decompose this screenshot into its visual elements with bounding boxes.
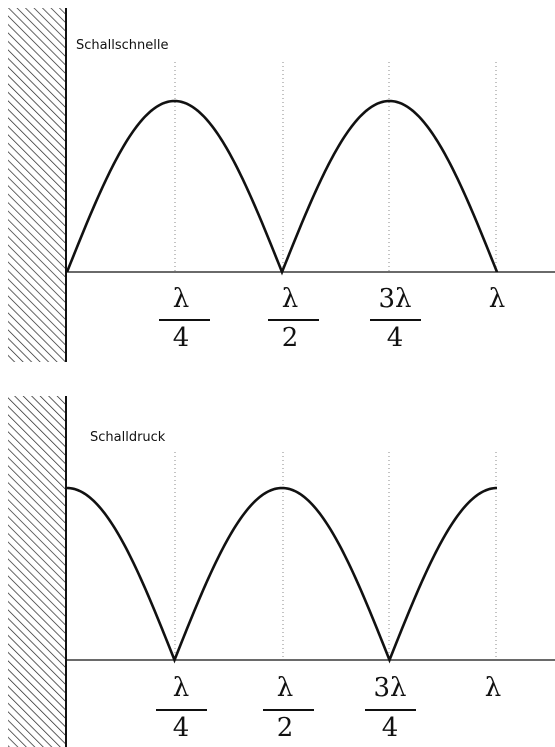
tick-label-lambda: λ [485,673,501,703]
tick-label-three-lambda-over-4: 3λ 4 [370,284,421,353]
tick-label-lambda-over-4: λ 4 [156,673,207,743]
panel-title: Schallschnelle [76,38,168,53]
tick-denominator: 4 [382,713,399,743]
tick-denominator: 4 [173,323,190,353]
tick-label-three-lambda-over-4: 3λ 4 [365,673,416,743]
panel-title: Schalldruck [90,430,166,445]
velocity-amplitude-curve [65,99,499,276]
panel-schalldruck: Schalldruck λ 4 λ 2 3λ 4 λ [8,396,555,747]
tick-denominator: 4 [387,323,404,353]
wall-hatching [8,8,66,362]
tick-numerator: λ [277,673,293,703]
tick-denominator: 2 [282,323,299,353]
tick-numerator: λ [489,284,505,314]
tick-numerator: λ [173,673,189,703]
tick-numerator: 3λ [373,673,406,703]
tick-numerator: λ [173,284,189,314]
tick-label-lambda-over-2: λ 2 [268,284,319,353]
tick-label-lambda-over-4: λ 4 [159,284,210,353]
panel-schallschnelle: Schallschnelle λ 4 λ 2 3λ 4 λ [8,8,555,362]
tick-numerator: 3λ [378,284,411,314]
tick-numerator: λ [485,673,501,703]
pressure-amplitude-curve [66,486,498,664]
tick-label-lambda-over-2: λ 2 [263,673,314,743]
tick-label-lambda: λ [489,284,505,314]
tick-denominator: 2 [277,713,294,743]
tick-denominator: 4 [173,713,190,743]
tick-numerator: λ [282,284,298,314]
wall-hatching [8,396,66,747]
